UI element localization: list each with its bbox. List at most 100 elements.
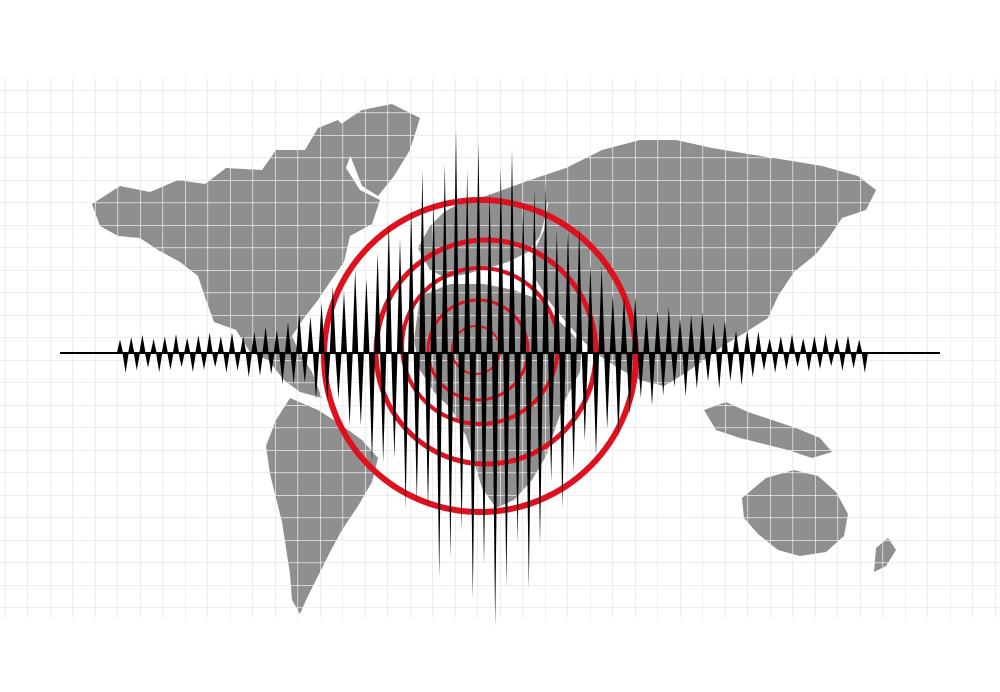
wave-spike-down — [256, 353, 264, 376]
wave-spike-up — [699, 311, 706, 353]
wave-spike-up — [833, 337, 840, 353]
wave-spike-up — [307, 316, 314, 353]
wave-spike-down — [268, 353, 275, 375]
wave-spike-up — [217, 336, 224, 353]
wave-spike-up — [296, 312, 303, 353]
wave-spike-down — [223, 353, 230, 373]
wave-spike-down — [200, 353, 208, 370]
wave-spike-up — [486, 190, 493, 353]
wave-spike-up — [273, 330, 280, 353]
wave-spike-up — [598, 265, 605, 353]
wave-spike-down — [167, 353, 174, 370]
wave-spike-down — [368, 353, 376, 463]
wave-spike-down — [447, 353, 454, 558]
wave-spike-up — [128, 337, 135, 353]
wave-spike-down — [592, 353, 600, 456]
wave-spike-up — [228, 332, 236, 353]
wave-spike-down — [559, 353, 566, 508]
wave-spike-up — [352, 269, 359, 353]
continent-south-america — [266, 398, 378, 614]
wave-spike-up — [251, 332, 258, 353]
wave-spike-up — [531, 188, 538, 353]
wave-spike-up — [744, 330, 751, 353]
wave-spike-down — [301, 353, 308, 383]
wave-spike-up — [777, 336, 784, 353]
wave-spike-down — [212, 353, 219, 368]
wave-spike-up — [542, 180, 549, 353]
wave-spike-down — [615, 353, 622, 438]
continent-new-zealand — [874, 538, 896, 572]
wave-spike-down — [402, 353, 409, 509]
wave-spike-down — [144, 353, 152, 368]
continent-asia — [530, 140, 876, 386]
wave-spike-down — [727, 353, 734, 381]
wave-spike-up — [240, 336, 247, 353]
wave-spike-down — [828, 353, 835, 367]
wave-spike-down — [783, 353, 790, 370]
continent-australia — [742, 470, 848, 556]
wave-spike-down — [424, 353, 432, 511]
wave-spike-down — [156, 353, 163, 373]
wave-spike-up — [822, 333, 829, 353]
wave-spike-up — [710, 322, 717, 353]
wave-spike-down — [458, 353, 465, 531]
wave-spike-down — [324, 353, 331, 400]
wave-spike-up — [721, 320, 728, 353]
continent-maritime-asia — [704, 402, 832, 458]
wave-spike-up — [206, 332, 213, 353]
wave-spike-up — [139, 334, 146, 353]
wave-spike-up — [811, 335, 818, 353]
wave-spike-up — [262, 326, 269, 353]
wave-spike-down — [514, 353, 521, 544]
wave-spike-down — [682, 353, 689, 397]
wave-spike-down — [133, 353, 140, 371]
continent-greenland — [338, 104, 420, 196]
wave-spike-up — [676, 318, 684, 353]
wave-spike-down — [772, 353, 779, 373]
wave-spike-up — [788, 334, 796, 353]
wave-spike-up — [620, 295, 628, 353]
wave-spike-down — [850, 353, 857, 369]
wave-spike-down — [391, 353, 398, 459]
wave-spike-up — [755, 331, 762, 353]
wave-spike-down — [480, 353, 488, 565]
wave-spike-down — [716, 353, 723, 389]
wave-spike-down — [760, 353, 768, 371]
wave-spike-down — [189, 353, 196, 373]
wave-spike-down — [671, 353, 678, 388]
wave-spike-down — [492, 353, 499, 628]
wave-spike-up — [856, 339, 863, 353]
wave-spike-up — [475, 140, 482, 353]
wave-spike-up — [520, 201, 527, 353]
continent-north-america — [92, 120, 380, 398]
wave-spike-down — [525, 353, 532, 590]
wave-spike-down — [436, 353, 443, 578]
wave-spike-down — [290, 353, 297, 384]
wave-spike-up — [363, 278, 370, 353]
wave-spike-down — [234, 353, 241, 371]
wave-spike-down — [346, 353, 353, 426]
wave-spike-up — [464, 170, 471, 353]
wave-spike-up — [497, 166, 504, 353]
wave-spike-down — [312, 353, 320, 400]
wave-spike-down — [604, 353, 611, 429]
wave-spike-down — [794, 353, 801, 368]
wave-spike-up — [284, 322, 292, 353]
wave-spike-up — [374, 252, 381, 353]
wave-spike-up — [340, 290, 348, 353]
wave-spike-down — [380, 353, 387, 463]
wave-spike-down — [570, 353, 577, 472]
wave-spike-up — [564, 226, 572, 353]
wave-spike-up — [508, 147, 516, 353]
wave-spike-down — [245, 353, 252, 378]
wave-spike-up — [452, 128, 460, 353]
wave-spike-down — [839, 353, 846, 371]
wave-spike-down — [357, 353, 364, 426]
wave-spike-down — [581, 353, 588, 441]
wave-spike-up — [553, 230, 560, 353]
wave-spike-up — [430, 198, 437, 353]
wave-spike-up — [150, 338, 157, 353]
wave-spike-down — [413, 353, 420, 502]
ring-outer — [321, 197, 639, 515]
wave-spike-up — [844, 335, 852, 353]
